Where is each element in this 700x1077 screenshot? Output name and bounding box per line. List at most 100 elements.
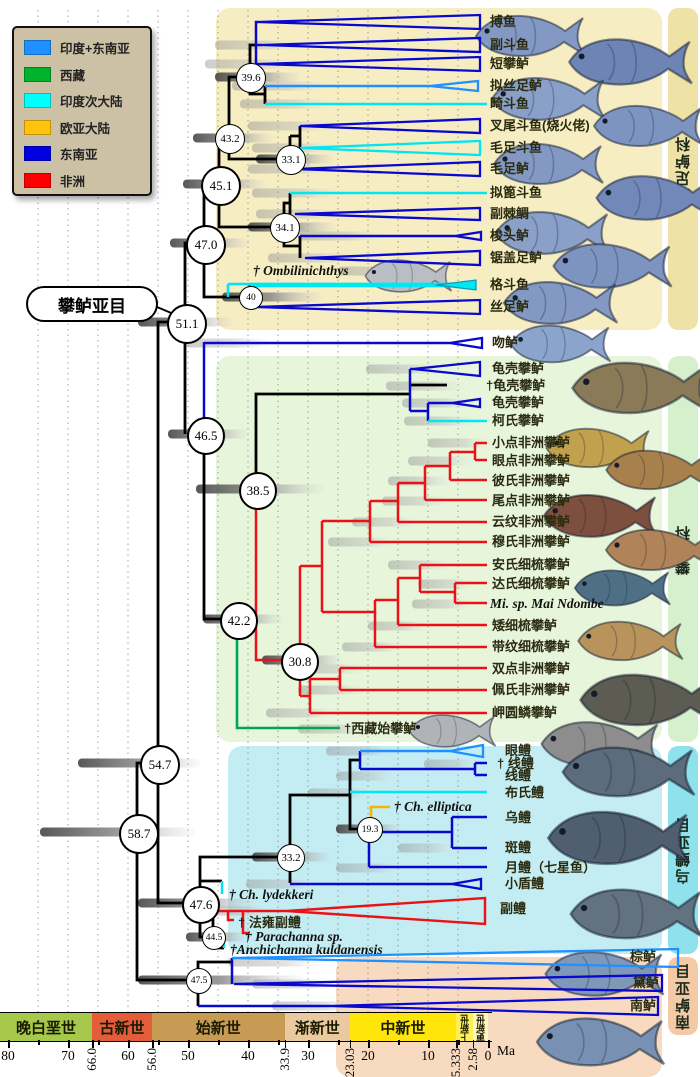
node-age-circle: 51.1 xyxy=(167,304,207,344)
taxon-label: 小点非洲攀鲈 xyxy=(492,435,571,450)
fish-illustration xyxy=(593,104,700,147)
taxon-label: 畸斗鱼 xyxy=(490,96,530,111)
taxon-label: 拟篦斗鱼 xyxy=(490,185,543,200)
age-confidence-bar xyxy=(342,642,404,652)
fish-illustration xyxy=(605,528,700,571)
legend-label: 非洲 xyxy=(60,174,86,189)
fish-illustration xyxy=(568,38,693,86)
taxon-label: 龟壳攀鲈 xyxy=(492,395,545,410)
axis-tick xyxy=(248,1040,250,1048)
taxon-label: 梭头鲈 xyxy=(490,228,530,243)
age-confidence-bar xyxy=(398,843,458,853)
taxon-label: 乌鳢 xyxy=(505,810,532,825)
node-age-circle: 43.2 xyxy=(215,124,245,154)
taxon-label: †Anchichanna kuldanensis xyxy=(230,942,383,957)
age-confidence-bar xyxy=(424,759,482,769)
taxon-label: 月鳢（七星鱼） xyxy=(505,860,597,875)
axis-tick xyxy=(188,1040,190,1048)
axis-tick-label: 30 xyxy=(301,1048,315,1063)
node-age-circle: 47.6 xyxy=(182,886,220,924)
epoch-label: 古新世 xyxy=(99,1019,145,1037)
node-age-circle: 42.2 xyxy=(220,602,258,640)
legend-swatch xyxy=(24,146,51,161)
epoch-segment: 上新世 xyxy=(456,1013,473,1041)
node-age-circle: 45.1 xyxy=(201,166,241,206)
axis-tick xyxy=(308,1040,310,1048)
axis-tick-label: 10 xyxy=(421,1048,435,1063)
legend-box: 印度+东南亚西藏印度次大陆欧亚大陆东南亚非洲 xyxy=(12,26,152,196)
node-age-circle: 47.5 xyxy=(186,968,212,994)
tree-dodger-wedges xyxy=(233,79,680,969)
taxon-label: 龟壳攀鲈 xyxy=(492,361,545,376)
taxon-label: 毛足鲈 xyxy=(490,161,530,176)
legend-label: 欧亚大陆 xyxy=(60,121,111,136)
taxon-label: 云纹非洲攀鲈 xyxy=(492,514,571,529)
taxon-label: 带纹细梳攀鲈 xyxy=(492,639,571,654)
epoch-label: 始新世 xyxy=(195,1019,241,1037)
taxon-label: 南鲈 xyxy=(630,998,657,1013)
node-age-circle: 58.7 xyxy=(119,814,159,854)
taxon-label: 线鳢 xyxy=(505,768,532,783)
taxon-label: 丝足鲈 xyxy=(490,299,530,314)
epoch-segment: 渐新世 xyxy=(284,1013,350,1041)
taxon-label: 佩氏非洲攀鲈 xyxy=(492,682,571,697)
taxon-label: 布氏鳢 xyxy=(505,785,545,800)
axis-tick-label: 80 xyxy=(1,1048,15,1063)
axis-tick xyxy=(488,1040,490,1048)
node-age-circle: 34.1 xyxy=(270,213,300,243)
axis-tick xyxy=(368,1040,370,1048)
taxon-label: 搏鱼 xyxy=(490,14,517,29)
taxon-label: 眼鳢 xyxy=(505,743,532,758)
taxon-label: 叉尾斗鱼(烧火佬) xyxy=(490,118,590,133)
ma-unit-label: Ma xyxy=(497,1043,515,1058)
axis-tick xyxy=(158,1040,160,1045)
taxon-label: 安氏细梳攀鲈 xyxy=(492,557,571,572)
taxon-label: 小盾鳢 xyxy=(505,876,545,891)
axis-boundary-label: 5.333 xyxy=(448,1048,463,1077)
axis-tick xyxy=(278,1040,280,1045)
taxon-label: 格斗鱼 xyxy=(490,277,530,292)
axis-tick xyxy=(38,1040,40,1045)
node-age-circle: 54.7 xyxy=(140,745,180,785)
axis-boundary-label: 23.03 xyxy=(341,1048,357,1077)
legend-item: 印度+东南亚 xyxy=(24,40,130,56)
legend-label: 东南亚 xyxy=(60,148,98,162)
axis-tick xyxy=(472,1040,475,1048)
epoch-label: 更新世 xyxy=(475,1013,486,1041)
taxon-label: 双点非洲攀鲈 xyxy=(492,661,571,676)
axis-boundary-label: 2.58 xyxy=(464,1048,480,1071)
fish-illustration xyxy=(552,243,673,289)
taxon-label: 尾点非洲攀鲈 xyxy=(492,493,571,508)
axis-tick xyxy=(152,1040,154,1048)
axis-tick xyxy=(456,1040,458,1048)
tree-blue-wedges xyxy=(233,13,664,1017)
taxon-label: † 线鳢 xyxy=(497,756,534,771)
taxon-label: 吻鲈 xyxy=(492,335,519,350)
age-confidence-bar xyxy=(298,685,364,695)
legend-item: 东南亚 xyxy=(24,146,98,162)
fish-illustration xyxy=(569,888,700,940)
legend-swatch xyxy=(24,93,51,108)
axis-tick xyxy=(349,1040,352,1048)
taxon-label: † Ch. elliptica xyxy=(394,799,472,814)
taxon-label: 拟丝足鲈 xyxy=(490,78,543,93)
fish-illustration xyxy=(509,324,612,364)
taxon-label: † Ombilinichthys xyxy=(253,263,349,278)
age-confidence-bar xyxy=(266,708,336,718)
taxon-label: 短攀鲈 xyxy=(490,56,530,71)
node-age-circle: 47.0 xyxy=(186,225,226,265)
axis-tick-label: 20 xyxy=(361,1048,375,1063)
node-age-circle: 40 xyxy=(239,286,263,310)
axis-tick-label: 0 xyxy=(484,1048,492,1063)
legend-item: 西藏 xyxy=(24,66,85,83)
fish-illustration xyxy=(408,714,497,748)
epoch-segment: 始新世 xyxy=(152,1013,285,1041)
axis-boundary-label: 56.0 xyxy=(144,1048,159,1071)
taxon-label: † Parachanna sp. xyxy=(245,929,343,944)
taxon-label: 黛鲈 xyxy=(633,975,660,990)
axis-tick-label: 50 xyxy=(181,1048,195,1063)
axis-tick xyxy=(98,1040,100,1045)
axis-tick xyxy=(128,1040,130,1048)
